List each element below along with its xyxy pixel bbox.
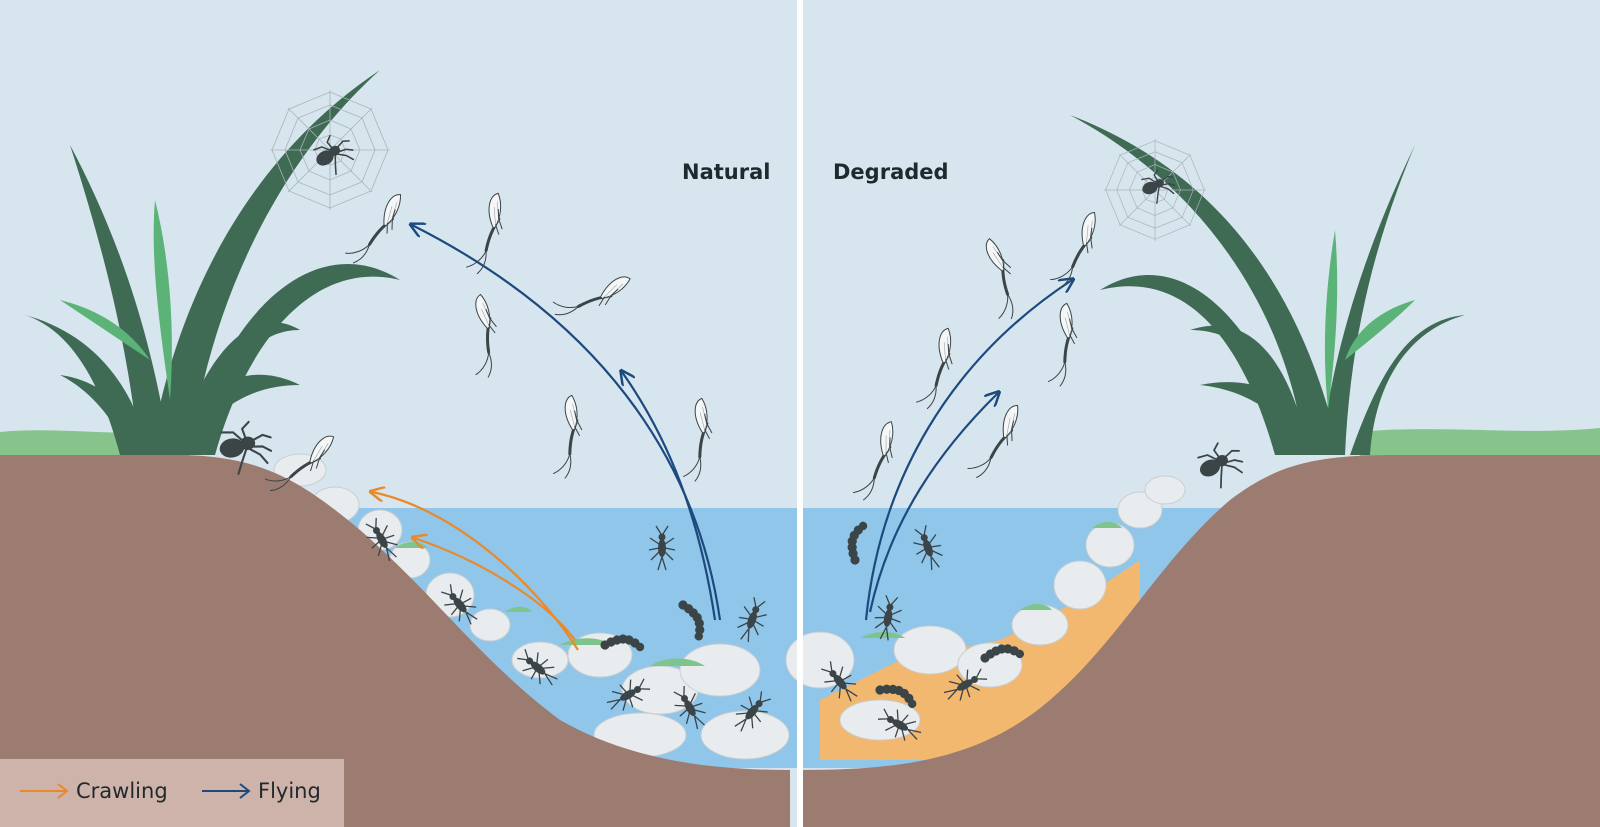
flying-arrow: [868, 393, 998, 613]
legend-item-crawling: Crawling: [20, 779, 168, 803]
grass-right: [1360, 428, 1600, 462]
flying-arrow: [412, 225, 722, 621]
soil-bank-left: [0, 455, 790, 827]
plant-highlight: [1324, 230, 1415, 410]
panel-divider: [797, 0, 803, 827]
legend: Crawling Flying: [0, 759, 344, 827]
flying-arrow: [622, 372, 717, 621]
crawling-arrow: [372, 492, 579, 651]
legend-label-flying: Flying: [258, 779, 321, 803]
panel-label-natural: Natural: [682, 160, 771, 184]
panel-label-degraded: Degraded: [833, 160, 949, 184]
soil-bank-right: [800, 455, 1600, 827]
legend-item-flying: Flying: [202, 779, 321, 803]
plant-icon: [1070, 115, 1465, 455]
legend-label-crawling: Crawling: [76, 779, 168, 803]
plant-icon: [25, 70, 400, 455]
crawling-arrow: [414, 538, 576, 641]
flying-arrow: [864, 280, 1072, 621]
crawling-arrow-icon: [20, 783, 69, 799]
plant-highlight: [60, 200, 172, 400]
flying-arrow-icon: [202, 783, 251, 799]
